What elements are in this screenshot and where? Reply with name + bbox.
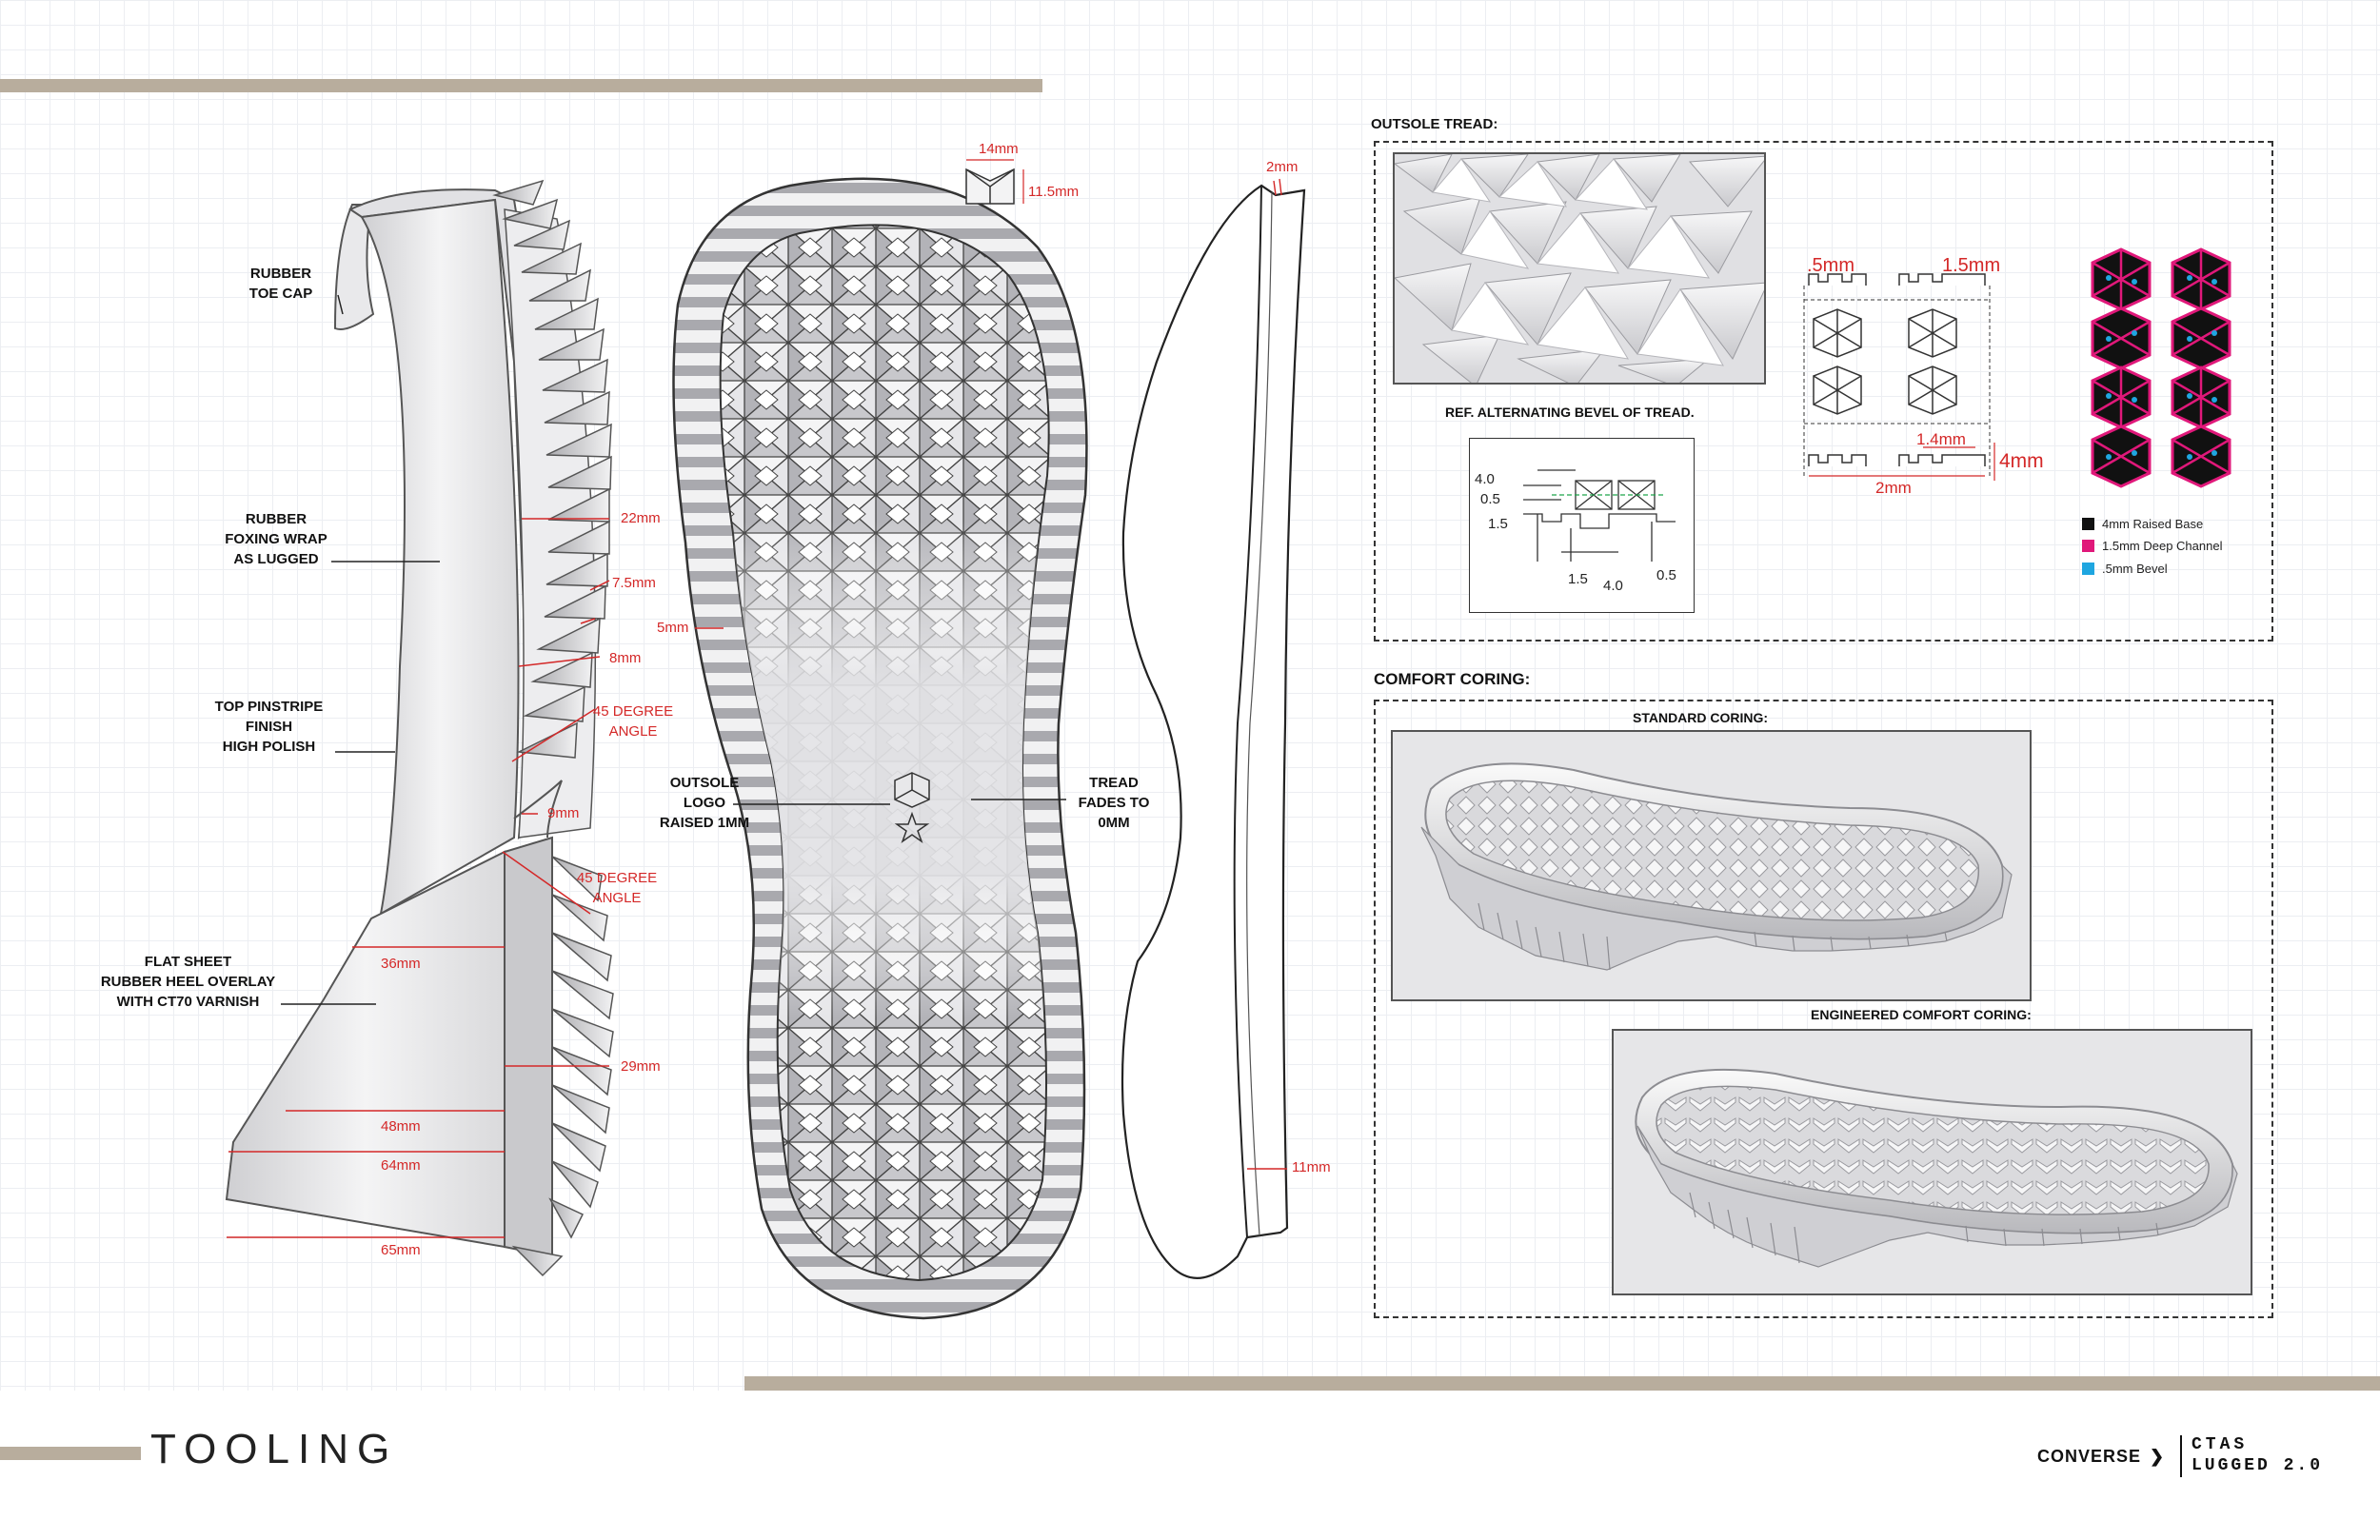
dim-7-5mm: 7.5mm: [612, 575, 656, 591]
dim-9mm: 9mm: [547, 805, 580, 821]
ref-dim-0-5-right: 0.5: [1656, 567, 1676, 583]
chevron-logo-icon: ❯: [2150, 1447, 2165, 1466]
legend-swatch-pink: [2082, 540, 2094, 552]
bottom-band: [744, 1376, 2380, 1391]
dim-5mm: 5mm: [657, 620, 689, 636]
spec-dim-2mm: 2mm: [1875, 479, 1912, 497]
dim-11mm: 11mm: [1292, 1159, 1331, 1175]
outsole-tread-box: [1374, 141, 2273, 642]
tread-render-panel: [1393, 152, 1766, 385]
top-band: [0, 79, 1042, 92]
sole-section-outline: [1121, 184, 1306, 1279]
ref-dim-4-0-bottom: 4.0: [1603, 578, 1623, 594]
standard-coring-panel: [1391, 730, 2032, 1001]
callout-tread-fades: TREAD FADES TO 0mm: [1078, 775, 1150, 831]
callout-heel-overlay: FLAT SHEET RUBBER HEEL OVERLAY WITH CT70…: [100, 954, 276, 1010]
page-title: TOOLING: [150, 1426, 399, 1472]
dim-65mm: 65mm: [381, 1242, 421, 1258]
dim-29mm: 29mm: [621, 1058, 661, 1075]
tread-render: [1395, 154, 1764, 383]
dim-45-degree-angle-top: 45 DEGREE ANGLE: [592, 703, 674, 740]
comfort-coring-title: COMFORT CORING:: [1374, 670, 1531, 688]
dim-14mm: 14mm: [979, 141, 1019, 157]
tread-diamond-grid: [2091, 247, 2231, 488]
dim-22mm: 22mm: [621, 510, 661, 526]
brand-divider: [2180, 1435, 2182, 1477]
dim-48mm: 48mm: [381, 1118, 421, 1135]
dim-45-degree-angle-bottom: 45 DEGREE ANGLE: [576, 870, 658, 906]
ref-bevel-diagram: [1469, 438, 1695, 613]
callout-top-pinstripe: TOP PINSTRIPE FINISH HIGH POLISH: [214, 699, 324, 755]
engineered-coring-label: ENGINEERED COMFORT CORING:: [1811, 1007, 2032, 1022]
side-lugs: [492, 179, 614, 1277]
legend-deep-channel: 1.5mm Deep Channel: [2082, 539, 2222, 553]
product-line-2: LUGGED 2.0: [2192, 1456, 2324, 1475]
spec-dim-1-5mm: 1.5mm: [1942, 255, 2001, 276]
legend-bevel: .5mm Bevel: [2082, 562, 2168, 576]
callout-toe-cap: RUBBER TOE CAP: [248, 266, 313, 302]
comfort-coring-box: [1374, 700, 2273, 1318]
ref-bevel-caption: REF. ALTERNATING BEVEL OF TREAD.: [1445, 405, 1695, 420]
outsole-logo: [894, 772, 930, 843]
dim-8mm: 8mm: [609, 650, 642, 666]
standard-coring-label: STANDARD CORING:: [1633, 710, 1769, 725]
engineered-coring-panel: [1612, 1029, 2252, 1295]
toe-cap: [333, 204, 375, 330]
standard-coring-render: [1420, 762, 2013, 971]
footer-white: [0, 1391, 2380, 1540]
title-band: [0, 1447, 141, 1460]
legend-swatch-black: [2082, 518, 2094, 530]
dim-11-5mm: 11.5mm: [1028, 184, 1080, 200]
product-line-1: CTAS: [2192, 1435, 2249, 1454]
ref-dim-1-5-left: 1.5: [1488, 516, 1508, 532]
spec-dim-1-4mm: 1.4mm: [1916, 430, 1966, 448]
ref-dim-4-0-top: 4.0: [1475, 471, 1495, 487]
converse-logo: CONVERSE: [2037, 1447, 2142, 1466]
tread-cell-detail: [965, 168, 1015, 205]
spec-dim-4mm: 4mm: [1999, 450, 2044, 472]
outsole-tread-title: OUTSOLE TREAD:: [1371, 116, 1498, 132]
ref-dim-0-5-left: 0.5: [1480, 491, 1500, 507]
dim-2mm: 2mm: [1266, 159, 1299, 175]
engineered-coring-render: [1635, 1068, 2238, 1268]
dim-64mm: 64mm: [381, 1157, 421, 1174]
ref-dim-1-5-bottom: 1.5: [1568, 571, 1588, 587]
legend-raised-base: 4mm Raised Base: [2082, 517, 2203, 531]
callout-foxing-wrap: RUBBER FOXING WRAP AS LUGGED: [225, 511, 327, 567]
dim-36mm: 36mm: [381, 956, 421, 972]
callout-outsole-logo: OUTSOLE LOGO RAISED 1mm: [659, 775, 750, 831]
legend-swatch-blue: [2082, 563, 2094, 575]
spec-dim-half-mm: .5mm: [1807, 255, 1854, 276]
